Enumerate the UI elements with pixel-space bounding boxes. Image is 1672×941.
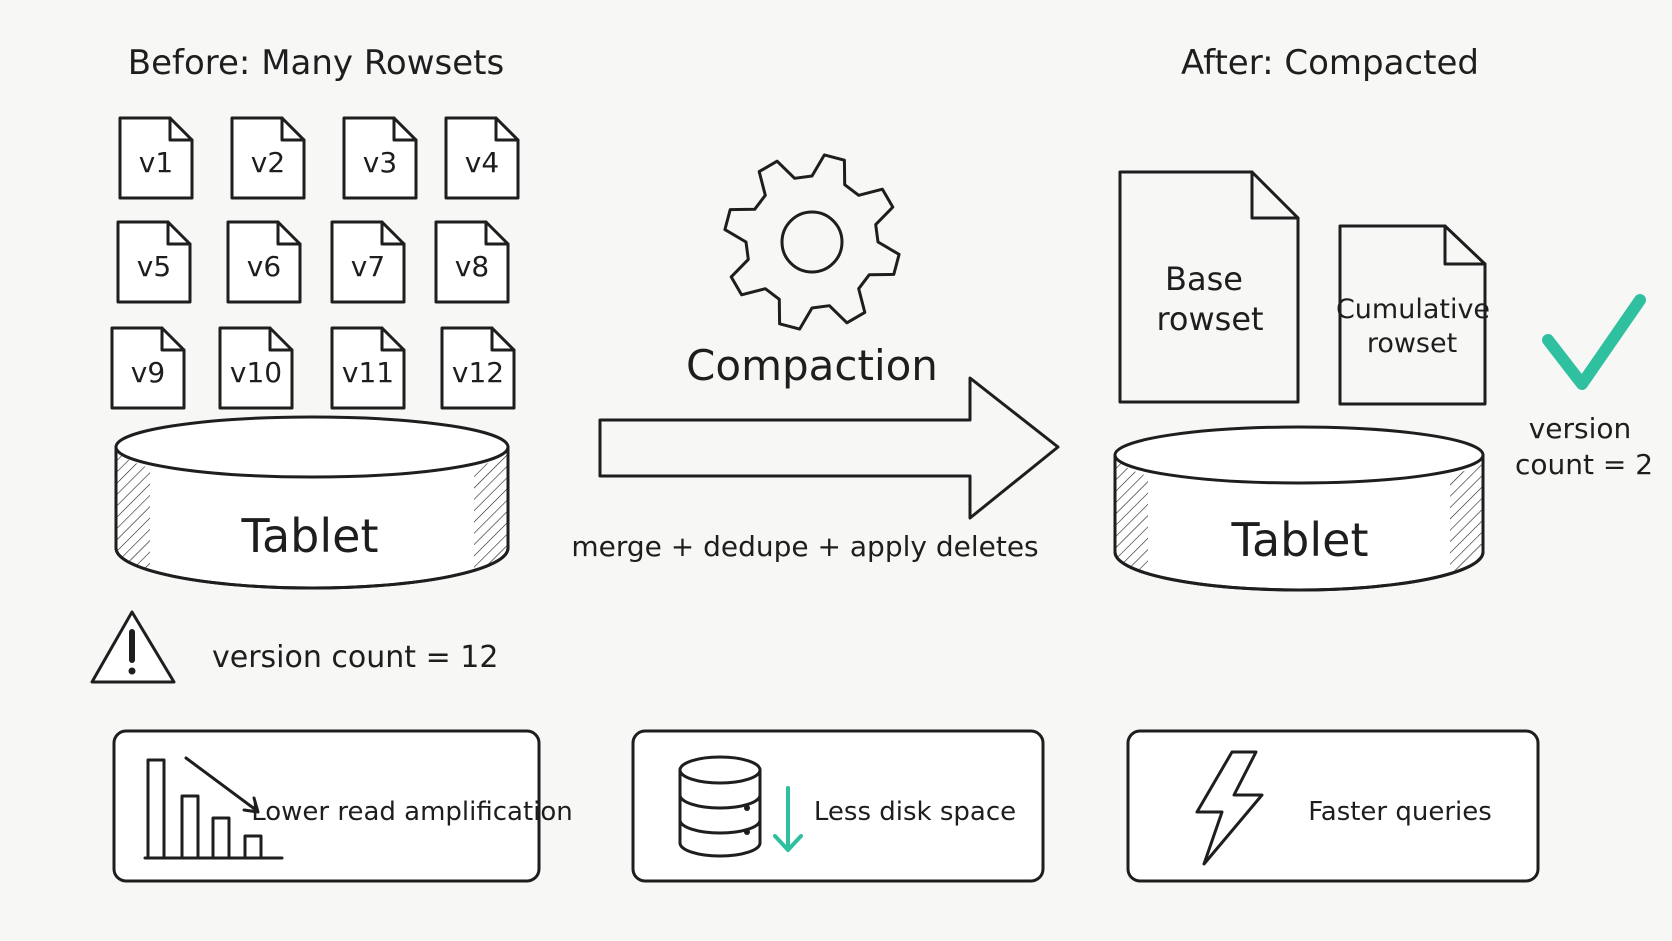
base-rowset-file xyxy=(1118,170,1300,404)
rowset-file-v10: v10 xyxy=(218,326,294,410)
benefit-card-disk-space: Less disk space xyxy=(631,729,1045,883)
before-title: Before: Many Rowsets xyxy=(128,43,504,83)
base-rowset-line2: rowset xyxy=(1156,300,1263,338)
lightning-icon xyxy=(1195,750,1264,866)
after-version-line2: count = 2 xyxy=(1515,448,1653,481)
rowset-label: v2 xyxy=(251,146,285,179)
benefit-label-faster: Faster queries xyxy=(1308,797,1492,827)
rowset-file-v12: v12 xyxy=(440,326,516,410)
rowset-file-v5: v5 xyxy=(116,220,192,304)
rowset-grid: v1 v2 v3 v4 v5 v6 v7 v8 v9 v10 v11 v12 xyxy=(110,116,520,410)
benefit-card-read-amplification: Lower read amplification xyxy=(112,729,573,883)
rowset-file-v4: v4 xyxy=(444,116,520,200)
rowset-label: v3 xyxy=(363,146,397,179)
base-rowset-line1: Base xyxy=(1165,260,1243,298)
cumulative-rowset-line1: Cumulative xyxy=(1336,294,1490,325)
rowset-label: v11 xyxy=(342,356,394,389)
rowset-file-v2: v2 xyxy=(230,116,306,200)
database-down-icon xyxy=(678,755,803,858)
compaction-arrow xyxy=(598,376,1060,520)
after-version-line1: version xyxy=(1529,412,1632,445)
rowset-label: v9 xyxy=(131,356,165,389)
benefit-label-read: Lower read amplification xyxy=(251,797,573,827)
rowset-file-v11: v11 xyxy=(330,326,406,410)
before-tablet-cylinder xyxy=(114,415,510,590)
before-tablet-label: Tablet xyxy=(241,509,379,563)
rowset-label: v12 xyxy=(452,356,504,389)
rowset-file-v9: v9 xyxy=(110,326,186,410)
rowset-file-v1: v1 xyxy=(118,116,194,200)
rowset-file-v6: v6 xyxy=(226,220,302,304)
rowset-label: v5 xyxy=(137,250,171,283)
after-tablet-cylinder xyxy=(1113,425,1485,592)
rowset-label: v1 xyxy=(139,146,173,179)
rowset-file-v7: v7 xyxy=(330,220,406,304)
compaction-caption: merge + dedupe + apply deletes xyxy=(571,530,1038,563)
rowset-label: v8 xyxy=(455,250,489,283)
benefit-label-disk: Less disk space xyxy=(814,797,1016,827)
rowset-label: v10 xyxy=(230,356,282,389)
compaction-title: Compaction xyxy=(686,341,938,390)
after-title: After: Compacted xyxy=(1181,43,1479,83)
gear-icon xyxy=(723,153,901,331)
after-tablet-label: Tablet xyxy=(1231,513,1369,567)
before-version-count: version count = 12 xyxy=(212,640,498,675)
warning-triangle-icon xyxy=(90,610,176,684)
rowset-label: v6 xyxy=(247,250,281,283)
bar-chart-down-icon xyxy=(143,756,284,860)
rowset-file-v8: v8 xyxy=(434,220,510,304)
checkmark-icon xyxy=(1542,294,1646,390)
benefit-card-faster-queries: Faster queries xyxy=(1126,729,1540,883)
rowset-label: v4 xyxy=(465,146,499,179)
cumulative-rowset-file xyxy=(1338,224,1487,406)
cumulative-rowset-line2: rowset xyxy=(1367,328,1457,359)
rowset-file-v3: v3 xyxy=(342,116,418,200)
rowset-label: v7 xyxy=(351,250,385,283)
